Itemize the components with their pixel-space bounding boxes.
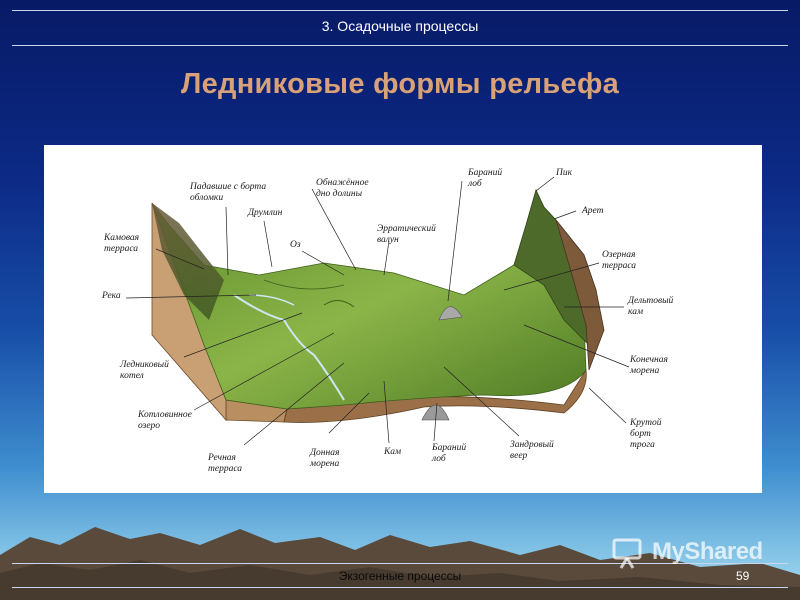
footer-bottom-rule [12,587,788,588]
slide-title: Ледниковые формы рельефа [180,68,620,100]
label-peak: Пик [555,168,573,178]
river [233,294,345,401]
page-number: 59 [736,569,750,583]
presentation-icon [612,538,642,569]
label-kame: Кам [383,447,401,457]
myshared-watermark: MyShared [608,536,788,570]
top-rule [12,10,788,11]
watermark-text: MyShared [652,538,763,565]
label-river: Река [101,291,121,301]
section-rule [12,45,788,46]
terrace-ridge [263,279,345,290]
label-drumlin: Друмлин [247,208,283,218]
roche-moutonnee-outcrop [438,306,463,321]
drumlin [323,300,355,308]
label-arete: Арет [581,206,604,216]
leader-lines [125,176,630,446]
front-outcrop [421,404,450,421]
label-fallen-debris-line2: обломки [190,192,223,203]
valley-floor [151,202,587,410]
right-cliff [555,219,605,371]
left-mountain [152,203,224,320]
label-fallen-debris-line1: Падавшие с борта [189,181,266,192]
footer-text: Экзогенные процессы [338,569,462,583]
label-esker: Оз [290,240,301,250]
footer-top-rule [12,563,788,564]
section-heading: 3. Осадочные процессы [321,18,479,34]
label-fallen-debris: Падавшие с борта обломки [189,181,269,203]
